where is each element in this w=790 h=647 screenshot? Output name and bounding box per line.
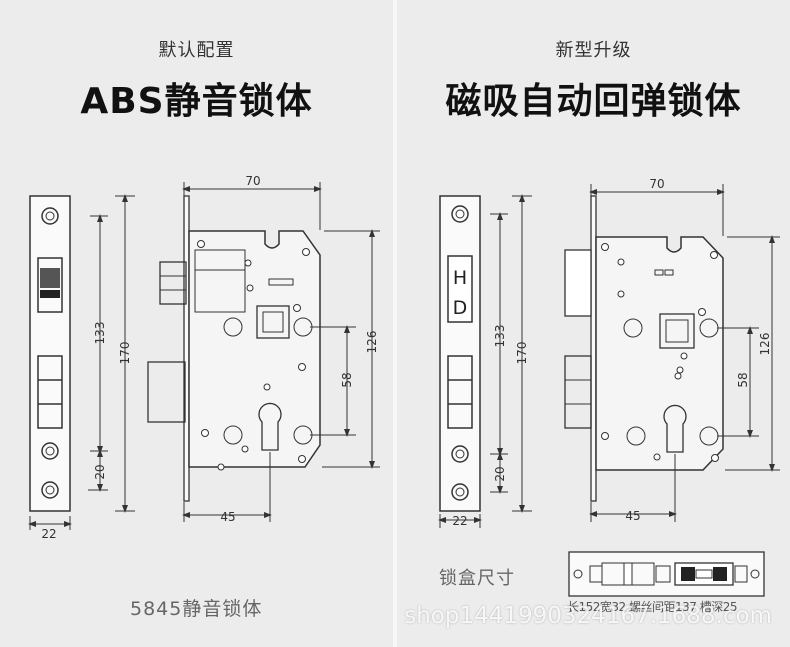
left-dim-133: 133 [93, 322, 107, 345]
lock-box-spec: 长152宽32 螺丝间距137 槽深25 [567, 600, 737, 614]
right-dim-126: 126 [758, 333, 772, 356]
right-lock-diagram: H D 133 170 20 22 [438, 177, 780, 597]
right-dim-170: 170 [515, 342, 529, 365]
right-dim-20: 20 [493, 466, 507, 481]
right-dim-70: 70 [649, 177, 664, 191]
left-dim-170: 170 [118, 342, 132, 365]
hd-letter-h: H [453, 267, 467, 289]
left-dim-58: 58 [340, 372, 354, 387]
panel-divider [393, 0, 397, 647]
right-dim-58: 58 [736, 372, 750, 387]
shop-watermark: shop1441990324167.1688.com [404, 603, 772, 629]
hd-letter-d: D [453, 297, 468, 319]
left-title: ABS静音锁体 [80, 81, 313, 122]
right-dim-133: 133 [493, 325, 507, 348]
right-dim-22: 22 [452, 514, 467, 528]
right-panel: 新型升级 磁吸自动回弹锁体 H D 133 170 20 [397, 0, 790, 647]
left-lock-diagram: 133 170 20 22 [28, 174, 380, 541]
lock-box-label: 锁盒尺寸 [439, 568, 515, 589]
left-dim-45: 45 [220, 510, 235, 524]
left-panel: 默认配置 ABS静音锁体 133 170 20 2 [0, 0, 393, 647]
left-caption: 5845静音锁体 [130, 598, 263, 620]
left-dim-20: 20 [93, 464, 107, 479]
left-dim-126: 126 [365, 331, 379, 354]
right-title: 磁吸自动回弹锁体 [445, 81, 742, 122]
right-subtitle: 新型升级 [555, 40, 632, 61]
left-subtitle: 默认配置 [158, 40, 235, 61]
left-dim-22: 22 [41, 527, 56, 541]
right-dim-45: 45 [625, 509, 640, 523]
left-dim-70: 70 [245, 174, 260, 188]
